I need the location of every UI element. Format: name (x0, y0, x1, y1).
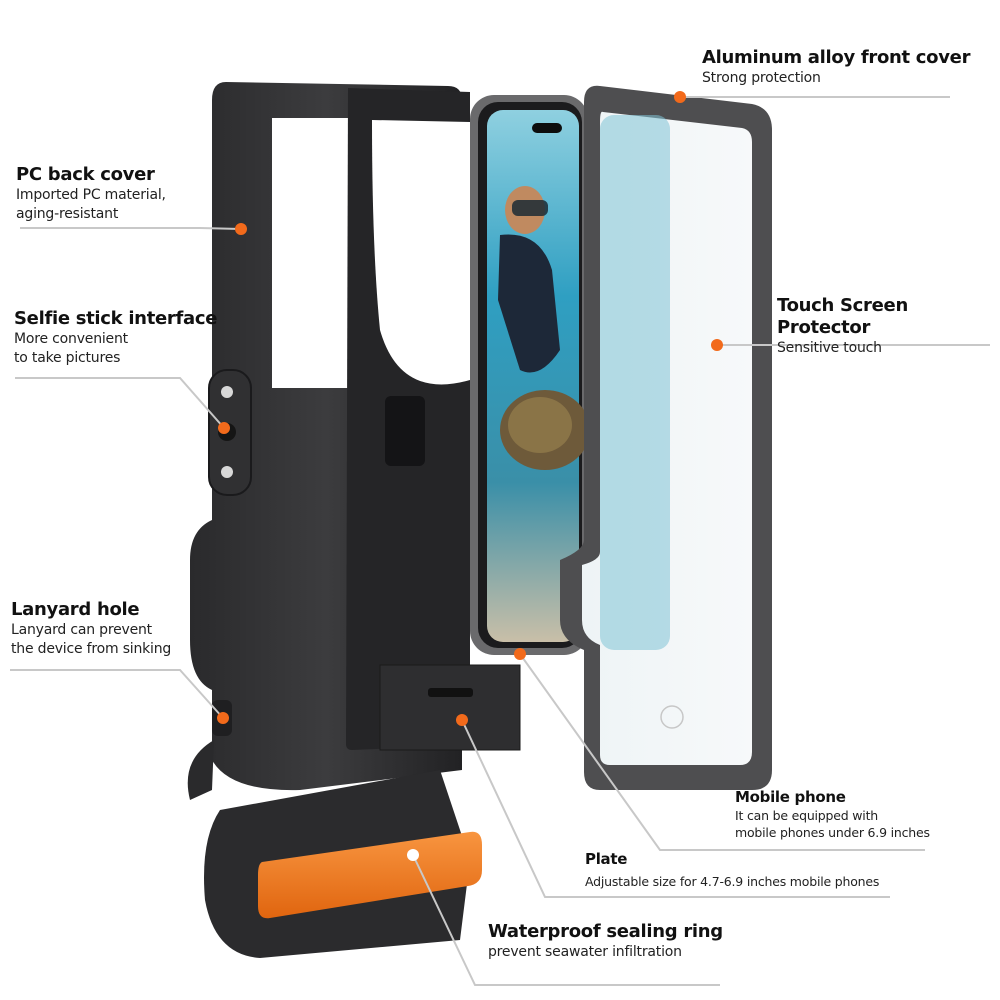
callout-desc: prevent seawater infiltration (488, 944, 682, 960)
mobile-phone-shape (470, 95, 590, 655)
callout-desc: Lanyard can prevent (11, 622, 152, 638)
callout-selfie-stick-interface: Selfie stick interface More convenient t… (14, 308, 217, 368)
callout-desc: aging-resistant (16, 206, 119, 222)
callout-touch-screen-protector: Touch Screen Protector Sensitive touch (777, 295, 1000, 358)
callout-waterproof-sealing-ring: Waterproof sealing ring prevent seawater… (488, 921, 723, 962)
callout-title: Lanyard hole (11, 599, 140, 620)
callout-title: Selfie stick interface (14, 308, 218, 329)
callout-desc: Adjustable size for 4.7-6.9 inches mobil… (585, 874, 880, 889)
plate-bracket-shape (346, 88, 521, 751)
callout-title: PC back cover (16, 164, 155, 185)
callout-desc: Imported PC material, (16, 187, 166, 203)
callout-markers (217, 91, 723, 726)
callout-title: Aluminum alloy front cover (702, 47, 971, 68)
callout-lanyard-hole: Lanyard hole Lanyard can prevent the dev… (11, 599, 171, 659)
seal-marker (407, 849, 419, 861)
callout-desc: It can be equipped with (735, 808, 878, 823)
leader-lines (10, 96, 990, 986)
callout-desc: the device from sinking (11, 641, 172, 657)
callout-desc: More convenient (14, 331, 128, 347)
callout-aluminum-front-cover: Aluminum alloy front cover Strong protec… (702, 47, 970, 88)
callout-title: Mobile phone (735, 788, 846, 806)
callout-desc: Strong protection (702, 70, 821, 86)
callout-plate: Plate Adjustable size for 4.7-6.9 inches… (585, 849, 879, 890)
callout-title: Touch Screen Protector (777, 295, 908, 338)
callout-mobile-phone: Mobile phone It can be equipped with mob… (735, 787, 930, 841)
front-cover-shape (560, 85, 772, 791)
callout-desc: mobile phones under 6.9 inches (735, 825, 930, 840)
callout-desc: Sensitive touch (777, 340, 882, 356)
callout-desc: to take pictures (14, 350, 121, 366)
callout-pc-back-cover: PC back cover Imported PC material, agin… (16, 164, 166, 224)
callout-title: Waterproof sealing ring (488, 921, 723, 942)
bottom-latch-shape (204, 770, 482, 958)
callout-title: Plate (585, 850, 628, 868)
